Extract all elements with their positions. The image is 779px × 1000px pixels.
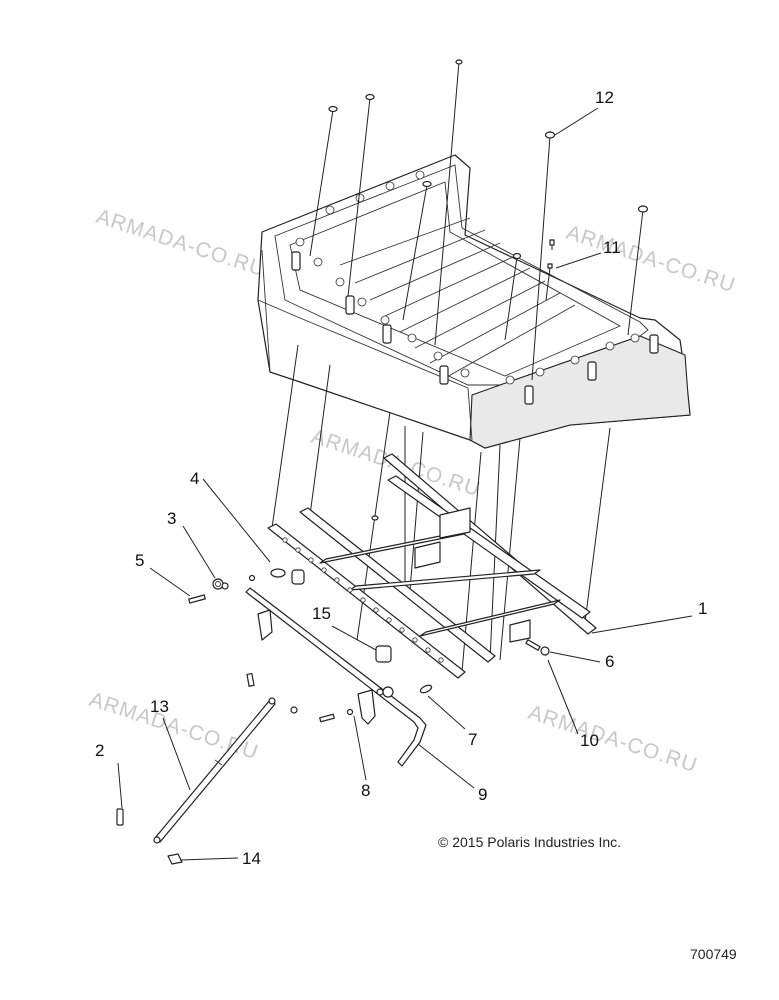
frame-rails — [267, 453, 597, 679]
callout-8: 8 — [361, 781, 370, 800]
watermark-1: ARMADA-CO.RU — [93, 205, 268, 281]
copyright-text: © 2015 Polaris Industries Inc. — [438, 834, 621, 850]
callout-14: 14 — [242, 849, 261, 868]
callout-6: 6 — [605, 652, 614, 671]
watermark-5: ARMADA-CO.RU — [525, 701, 700, 777]
callout-11: 11 — [603, 238, 621, 257]
callout-10: 10 — [580, 731, 599, 750]
callout-1: 1 — [698, 599, 707, 618]
cargo-box — [257, 154, 691, 449]
callout-9: 9 — [478, 785, 487, 804]
latch-rod — [245, 587, 427, 767]
callout-15: 15 — [312, 604, 331, 623]
push-rivets — [309, 59, 649, 381]
callout-7: 7 — [468, 730, 477, 749]
leader-lines — [117, 107, 693, 861]
callouts: 1 2 3 4 5 6 7 8 9 10 11 12 13 14 15 — [95, 88, 707, 868]
callout-3: 3 — [167, 509, 176, 528]
guide-lines — [271, 344, 611, 673]
callout-2: 2 — [95, 741, 104, 760]
watermark-2: ARMADA-CO.RU — [563, 221, 738, 297]
watermark-4: ARMADA-CO.RU — [86, 688, 261, 764]
document-number: 700749 — [690, 946, 737, 962]
hardware — [116, 568, 550, 865]
callout-4: 4 — [190, 469, 199, 488]
callout-13: 13 — [150, 697, 169, 716]
callout-5: 5 — [135, 551, 144, 570]
callout-12: 12 — [595, 88, 614, 107]
